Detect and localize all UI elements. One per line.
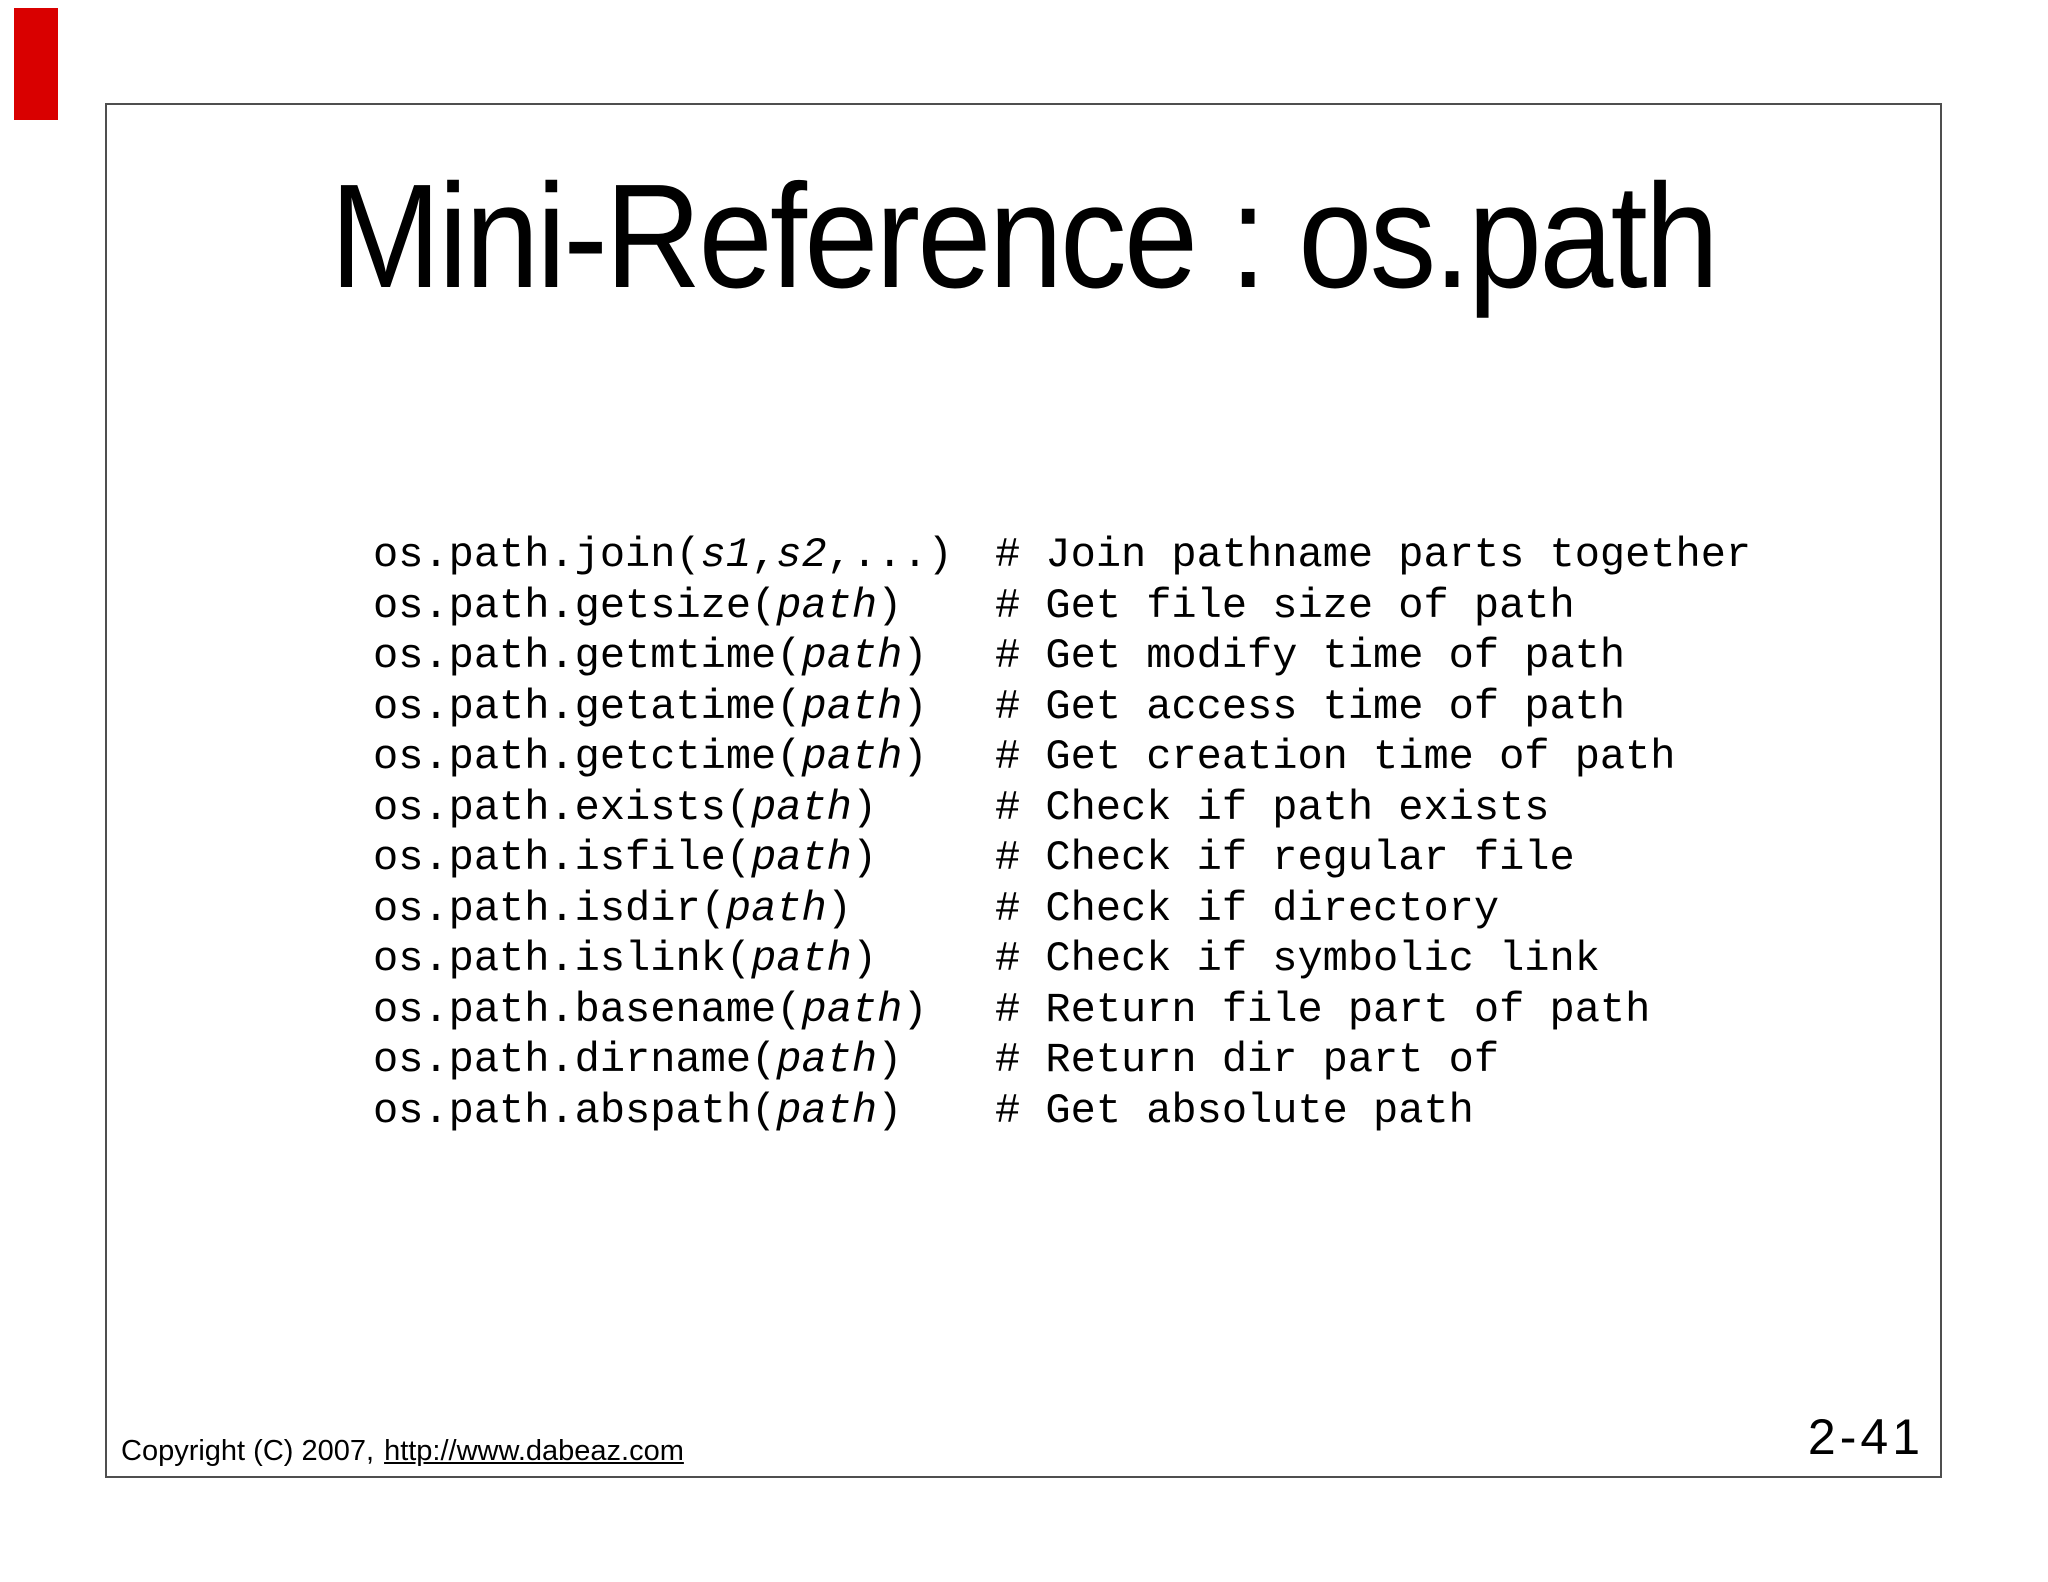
comment-text: # Get absolute path <box>995 1086 1474 1135</box>
code-text: os.path.getmtime(path) <box>373 632 928 680</box>
comment-text: # Return file part of path <box>995 985 1651 1034</box>
code-row: os.path.isfile(path) # Check if regular f… <box>373 833 1751 884</box>
code-text: os.path.getatime(path) <box>373 682 928 731</box>
comment-text: # Check if directory <box>995 884 1500 933</box>
code-row: os.path.exists(path) # Check if path exis… <box>373 783 1751 834</box>
code-text: os.path.isdir(path) <box>373 884 852 933</box>
comment-text: # Check if path exists <box>995 783 1550 832</box>
code-row: os.path.isdir(path) # Check if directory <box>373 884 1751 935</box>
code-row: os.path.abspath(path) # Get absolute path <box>373 1086 1751 1137</box>
code-text: os.path.dirname(path) <box>373 1036 903 1084</box>
code-row: os.path.getatime(path) # Get access time … <box>373 682 1751 733</box>
comment-text: # Check if symbolic link <box>995 935 1600 983</box>
page-title-text: Mini-Reference : os.path <box>330 154 1719 319</box>
comment-text: # Get modify time of path <box>995 632 1626 680</box>
comment-text: # Join pathname parts together <box>995 531 1752 579</box>
code-text: os.path.isfile(path) <box>373 834 878 882</box>
slide-frame: Mini-Reference : os.path os.path.join(s1… <box>105 103 1942 1478</box>
comment-text: # Get access time of path <box>995 682 1626 731</box>
red-marker <box>14 8 58 120</box>
comment-text: # Get file size of path <box>995 581 1575 630</box>
code-row: os.path.join(s1,s2,...) # Join pathname p… <box>373 530 1751 581</box>
code-text: os.path.abspath(path) <box>373 1086 903 1135</box>
code-text: os.path.getsize(path) <box>373 581 903 630</box>
code-text: os.path.getctime(path) <box>373 733 928 781</box>
code-row: os.path.getctime(path) # Get creation tim… <box>373 732 1751 783</box>
code-row: os.path.dirname(path) # Return dir part o… <box>373 1035 1751 1086</box>
page-title: Mini-Reference : os.path <box>107 163 1940 311</box>
code-row: os.path.basename(path) # Return file part… <box>373 985 1751 1036</box>
code-row: os.path.getmtime(path) # Get modify time … <box>373 631 1751 682</box>
code-block: os.path.join(s1,s2,...) # Join pathname p… <box>373 530 1751 1136</box>
comment-text: # Return dir part of <box>995 1036 1500 1084</box>
comment-text: # Check if regular file <box>995 834 1575 882</box>
code-row: os.path.getsize(path) # Get file size of … <box>373 581 1751 632</box>
code-text: os.path.exists(path) <box>373 783 878 832</box>
code-text: os.path.join(s1,s2,...) <box>373 531 953 579</box>
code-row: os.path.islink(path) # Check if symbolic … <box>373 934 1751 985</box>
copyright-text: Copyright (C) 2007, <box>121 1435 375 1467</box>
code-text: os.path.basename(path) <box>373 985 928 1034</box>
comment-text: # Get creation time of path <box>995 733 1676 781</box>
code-text: os.path.islink(path) <box>373 935 878 983</box>
footer: Copyright (C) 2007, http://www.dabeaz.com <box>121 1435 684 1468</box>
website-link[interactable]: http://www.dabeaz.com <box>384 1435 684 1467</box>
page-number: 2-41 <box>1807 1409 1924 1465</box>
